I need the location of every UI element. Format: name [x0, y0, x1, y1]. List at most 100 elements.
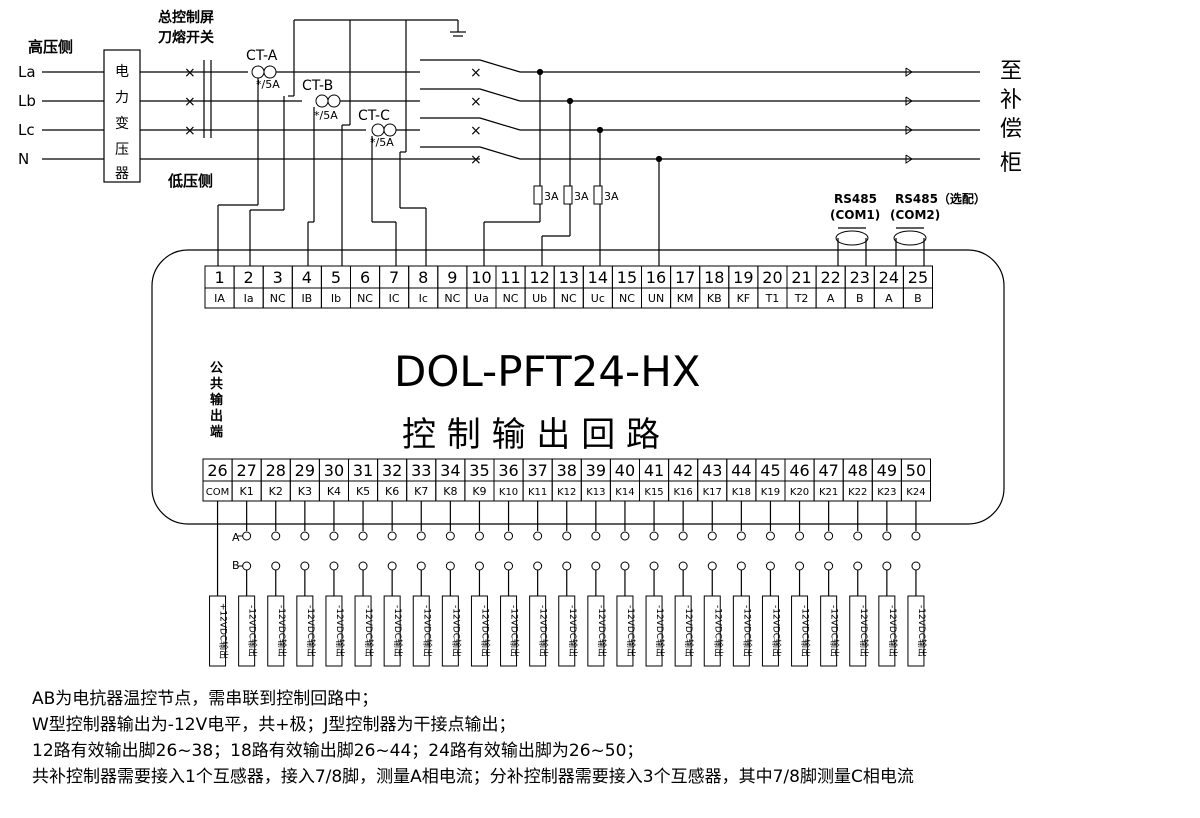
output-channel-37: -12VDC输出: [529, 501, 550, 667]
top-terminal-number: 13: [559, 268, 579, 287]
terminal-a-point: [271, 531, 281, 541]
output-module-box: [761, 595, 779, 667]
top-terminal-number: 22: [820, 268, 840, 287]
bottom-terminal-number: 40: [615, 461, 635, 480]
top-terminal-label: Uc: [591, 292, 605, 305]
top-terminal-label: NC: [561, 292, 577, 305]
svg-text:×: ×: [470, 123, 482, 139]
top-terminal-number: 4: [302, 268, 312, 287]
output-module-box: [325, 595, 343, 667]
output-module-label: -12VDC输出: [625, 605, 637, 657]
bottom-terminal-number: 36: [498, 461, 518, 480]
terminal-a-point: [678, 531, 688, 541]
terminal-b-point: [504, 561, 514, 571]
top-terminal-number: 3: [273, 268, 283, 287]
terminal-b-point: [416, 561, 426, 571]
terminal-b-point: [678, 561, 688, 571]
top-terminal-label: Ic: [419, 292, 428, 305]
top-terminal-number: 15: [617, 268, 637, 287]
rs485-com2: RS485（选配） (COM2): [890, 191, 986, 266]
output-module-box: [529, 595, 547, 667]
output-module-box: [267, 595, 285, 667]
svg-text:器: 器: [115, 166, 129, 182]
svg-text:×: ×: [184, 123, 196, 139]
bottom-terminal-number: 49: [877, 461, 897, 480]
bottom-terminal-number: 28: [266, 461, 286, 480]
terminal-a-point: [882, 531, 892, 541]
bottom-terminal-label: K14: [615, 487, 634, 498]
output-channel-45: -12VDC输出: [761, 501, 782, 667]
output-channel-41: -12VDC输出: [645, 501, 666, 667]
terminal-b-point: [533, 561, 543, 571]
svg-text:至: 至: [1000, 59, 1022, 84]
terminal-a-point: [329, 531, 339, 541]
bottom-terminal-number: 48: [848, 461, 868, 480]
output-module-label: -12VDC输出: [770, 605, 782, 657]
top-terminal-label: Ib: [331, 292, 341, 305]
row-label-a: A: [232, 531, 240, 544]
top-terminal-8: 8Ic: [408, 265, 439, 309]
wiring-diagram: 高压侧 总控制屏 刀熔开关 低压侧 La Lb Lc N 电 力 变 压 器 ×…: [18, 9, 1022, 667]
top-terminal-number: 18: [704, 268, 724, 287]
bottom-terminal-label: K11: [528, 487, 547, 498]
top-terminal-9: 9NC: [437, 265, 468, 309]
svg-text:3A: 3A: [544, 190, 559, 203]
top-terminal-3: 3NC: [262, 265, 293, 309]
common-output-label: 公 共 输 出 端: [210, 361, 224, 440]
bottom-terminal-label: K6: [385, 485, 399, 498]
controller-body: [151, 249, 1005, 525]
bottom-terminal-label: K20: [790, 487, 809, 498]
output-module-label: -12VDC输出: [654, 605, 666, 657]
svg-text:变: 变: [115, 116, 129, 132]
terminal-b-point: [271, 561, 281, 571]
svg-text:(COM1): (COM1): [830, 208, 880, 222]
terminal-a-point: [474, 531, 484, 541]
transformer-box: [103, 49, 141, 183]
terminal-b-point: [649, 561, 659, 571]
output-module-label: -12VDC输出: [334, 605, 346, 657]
high-side-label: 高压侧: [28, 38, 73, 56]
terminal-b-point: [795, 561, 805, 571]
top-terminal-label: NC: [270, 292, 286, 305]
bottom-terminal-label: K18: [732, 487, 751, 498]
output-module-box: [674, 595, 692, 667]
svg-text:RS485（选配）: RS485（选配）: [895, 191, 986, 206]
terminal-a-point: [765, 531, 775, 541]
output-module-label: -12VDC输出: [800, 605, 812, 657]
top-terminal-label: KF: [737, 292, 751, 305]
rs485-com1: RS485 (COM1): [830, 192, 880, 266]
bottom-terminal-number: 44: [731, 461, 751, 480]
top-terminal-number: 21: [791, 268, 811, 287]
bottom-terminal-label: K15: [644, 487, 663, 498]
svg-text:力: 力: [115, 90, 129, 106]
output-channel-35: -12VDC输出: [470, 501, 491, 667]
svg-text:共: 共: [210, 376, 223, 392]
top-terminal-number: 16: [646, 268, 666, 287]
svg-text:×: ×: [470, 65, 482, 81]
output-module-box: [412, 595, 430, 667]
output-module-box: [616, 595, 634, 667]
output-module-box: [907, 595, 925, 667]
output-module-label: -12VDC输出: [363, 605, 375, 657]
bottom-terminal-number: 41: [644, 461, 664, 480]
terminal-a-point: [795, 531, 805, 541]
top-terminal-24: 24A: [873, 265, 904, 309]
terminal-b-point: [474, 561, 484, 571]
bottom-terminal-number: 26: [207, 461, 227, 480]
svg-text:*/5A: */5A: [314, 109, 338, 122]
top-terminal-label: A: [827, 292, 835, 305]
